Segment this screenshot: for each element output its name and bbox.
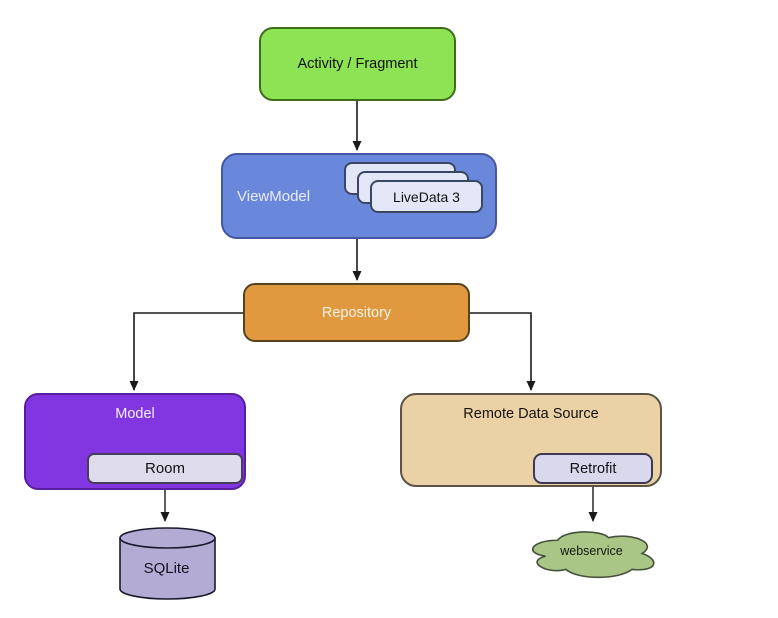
webservice-label: webservice [560,544,623,558]
node-remote-data-source: Remote Data Source [400,393,662,487]
cylinder-body [119,527,216,600]
node-activity-fragment: Activity / Fragment [259,27,456,101]
edge-repository-to-model [129,312,243,391]
node-repository: Repository [243,283,470,342]
edge-repository-to-remote [470,312,536,391]
livedata-card-front: LiveData 3 [370,180,483,213]
cloud-outline [532,531,655,579]
viewmodel-label: ViewModel [237,187,311,205]
webservice-cloud-shape [532,531,655,579]
sqlite-label: SQLite [143,559,190,577]
node-room: Room [87,453,243,484]
cylinder-rim [119,537,216,549]
sqlite-cylinder-shape [119,527,216,600]
node-retrofit: Retrofit [533,453,653,484]
